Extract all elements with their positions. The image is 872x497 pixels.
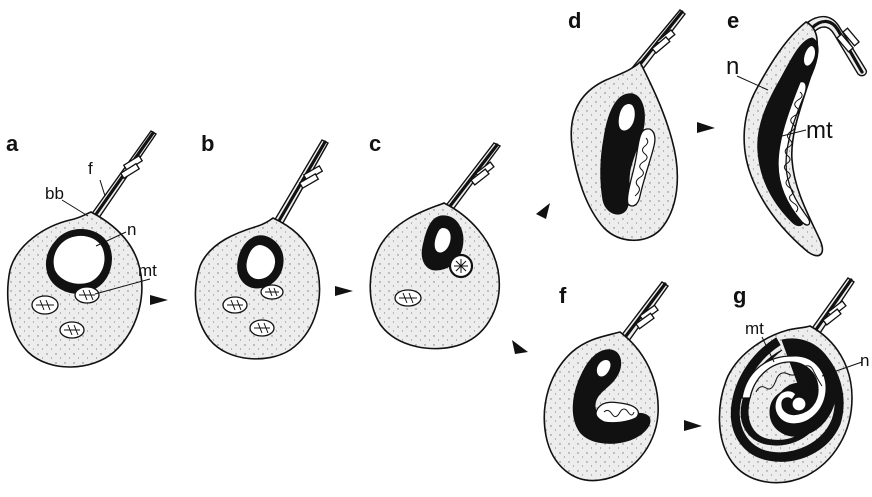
mitochondrion-c2 bbox=[395, 290, 421, 306]
mitochondrion-c1 bbox=[450, 255, 472, 277]
mitochondrion-a3 bbox=[60, 322, 84, 338]
label-e-mt: mt bbox=[806, 117, 833, 144]
panel-c: c bbox=[369, 131, 500, 349]
label-g-mt: mt bbox=[745, 319, 764, 338]
panel-letter-g: g bbox=[733, 283, 746, 308]
mitochondrion-a1 bbox=[32, 296, 58, 314]
panel-letter-b: b bbox=[201, 131, 214, 156]
label-a-n: n bbox=[127, 220, 136, 239]
label-g-n: n bbox=[860, 351, 869, 370]
arrow-d-to-e bbox=[697, 122, 715, 133]
panel-letter-a: a bbox=[6, 131, 19, 156]
panel-e: e n mt bbox=[726, 8, 866, 256]
arrow-a-to-b bbox=[150, 295, 168, 305]
mitochondrion-a2 bbox=[75, 287, 99, 303]
mitochondrion-b3 bbox=[250, 320, 274, 336]
arrow-c-to-d bbox=[536, 203, 550, 219]
label-e-n: n bbox=[726, 53, 739, 80]
arrow-f-to-g bbox=[684, 420, 702, 431]
mitochondrion-b1 bbox=[223, 297, 247, 313]
panel-letter-d: d bbox=[568, 8, 581, 33]
panel-a: a f bb n mt bbox=[6, 131, 157, 367]
panel-letter-f: f bbox=[559, 283, 567, 308]
label-a-f: f bbox=[88, 159, 93, 178]
panel-d: d bbox=[568, 8, 685, 240]
panel-f: f bbox=[544, 282, 668, 481]
mitochondrion-b2 bbox=[261, 285, 283, 299]
label-a-mt: mt bbox=[138, 261, 157, 280]
panel-g: g mt n bbox=[719, 278, 869, 483]
panel-b: b bbox=[195, 131, 328, 359]
arrow-b-to-c bbox=[335, 286, 353, 296]
panel-letter-c: c bbox=[369, 131, 381, 156]
mitochondrion-f bbox=[596, 402, 638, 423]
arrow-c-to-f bbox=[512, 340, 528, 354]
panel-letter-e: e bbox=[727, 8, 739, 33]
label-a-bb: bb bbox=[45, 184, 64, 203]
